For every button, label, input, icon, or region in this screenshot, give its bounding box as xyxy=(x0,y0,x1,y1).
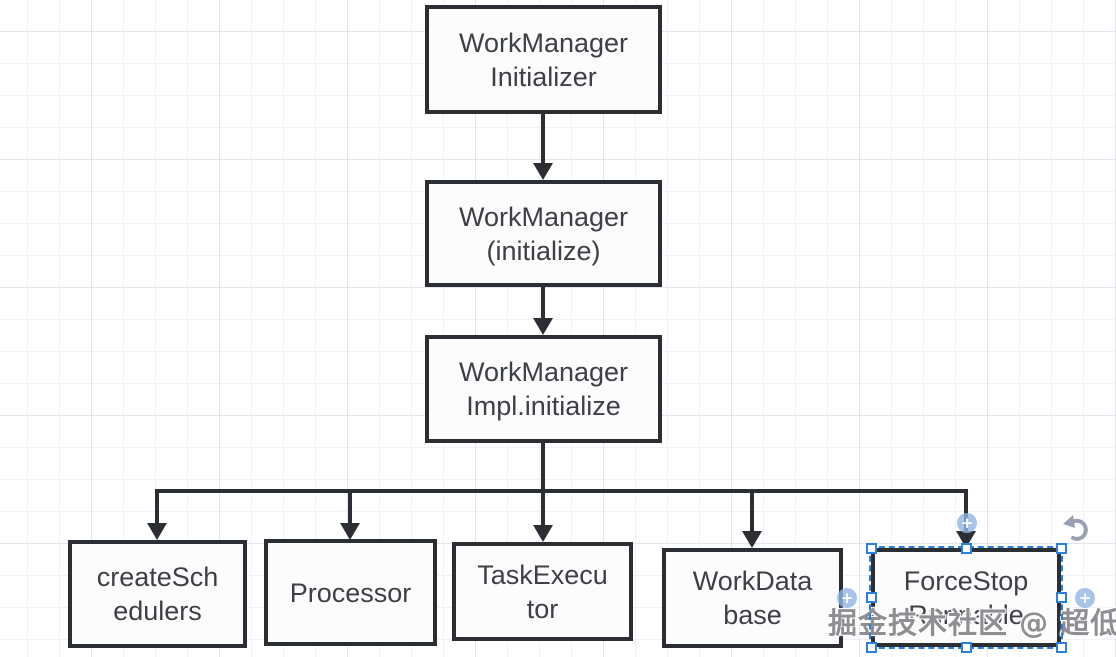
connector-to-taskexecutor[interactable] xyxy=(533,491,553,542)
resize-handle-se[interactable] xyxy=(1056,642,1067,653)
connector-line xyxy=(155,491,159,524)
resize-handle-e[interactable] xyxy=(1056,592,1067,603)
connection-point-left-icon[interactable]: + xyxy=(837,588,857,608)
node-label-line: Impl.initialize xyxy=(466,391,621,421)
watermark-text: 掘金技术社区 @ 超低空 xyxy=(828,606,1116,640)
rotate-handle-icon[interactable] xyxy=(1062,514,1088,549)
connector-to-createschedulers[interactable] xyxy=(147,491,167,540)
arrowhead-icon xyxy=(742,531,762,548)
node-label-line: createSch xyxy=(96,562,219,592)
node-label-line: Initializer xyxy=(490,61,597,92)
resize-handle-sw[interactable] xyxy=(866,642,877,653)
node-label-line: Processor xyxy=(289,577,412,608)
node-workmanager-initializer[interactable]: WorkManager Initializer xyxy=(425,5,662,114)
arrowhead-icon xyxy=(147,523,167,540)
arrowhead-icon xyxy=(533,318,553,335)
node-workmanagerimpl-initialize[interactable]: WorkManager Impl.initialize xyxy=(425,335,662,443)
node-workdatabase[interactable]: WorkData base xyxy=(662,548,843,648)
resize-handle-s[interactable] xyxy=(961,642,972,653)
node-label-line: Runnable xyxy=(908,599,1024,630)
node-label-line: base xyxy=(723,600,782,630)
connector-to-workdatabase[interactable] xyxy=(742,491,762,548)
connector-line xyxy=(964,491,968,532)
connector-line xyxy=(541,287,545,319)
connector-initialize-to-impl[interactable] xyxy=(533,287,553,335)
connector-branch-bar[interactable] xyxy=(155,489,968,493)
connection-point-top-icon[interactable]: + xyxy=(957,513,977,533)
resize-handle-nw[interactable] xyxy=(866,543,877,554)
connector-line xyxy=(541,114,545,164)
node-taskexecutor[interactable]: TaskExecu tor xyxy=(452,542,633,641)
connection-point-right-icon[interactable]: + xyxy=(1075,588,1095,608)
resize-handle-w[interactable] xyxy=(866,592,877,603)
node-label-line: WorkData xyxy=(692,566,813,596)
node-label-line: edulers xyxy=(113,596,202,626)
connector-initializer-to-initialize[interactable] xyxy=(533,114,553,180)
node-label-line: WorkManager xyxy=(458,201,629,232)
node-label-line: ForceStop xyxy=(903,565,1029,596)
node-label-line: TaskExecu xyxy=(477,559,608,590)
connector-line xyxy=(541,491,545,526)
connector-branch-stem[interactable] xyxy=(541,443,545,491)
node-processor[interactable]: Processor xyxy=(264,539,437,646)
node-label-line: (initialize) xyxy=(486,235,601,266)
node-label-line: WorkManager xyxy=(458,357,629,387)
arrowhead-icon xyxy=(533,163,553,180)
connector-line xyxy=(750,491,754,532)
connector-to-processor[interactable] xyxy=(340,491,360,540)
selection-outline xyxy=(869,546,1063,649)
arrowhead-icon xyxy=(340,523,360,540)
node-label-line: WorkManager xyxy=(458,27,629,58)
node-label-line: tor xyxy=(526,593,559,624)
resize-handle-ne[interactable] xyxy=(1056,543,1067,554)
resize-handle-n[interactable] xyxy=(961,543,972,554)
node-createschedulers[interactable]: createSch edulers xyxy=(68,540,247,648)
arrowhead-icon xyxy=(533,525,553,542)
connector-line xyxy=(348,491,352,524)
node-workmanager-initialize[interactable]: WorkManager (initialize) xyxy=(425,180,662,287)
